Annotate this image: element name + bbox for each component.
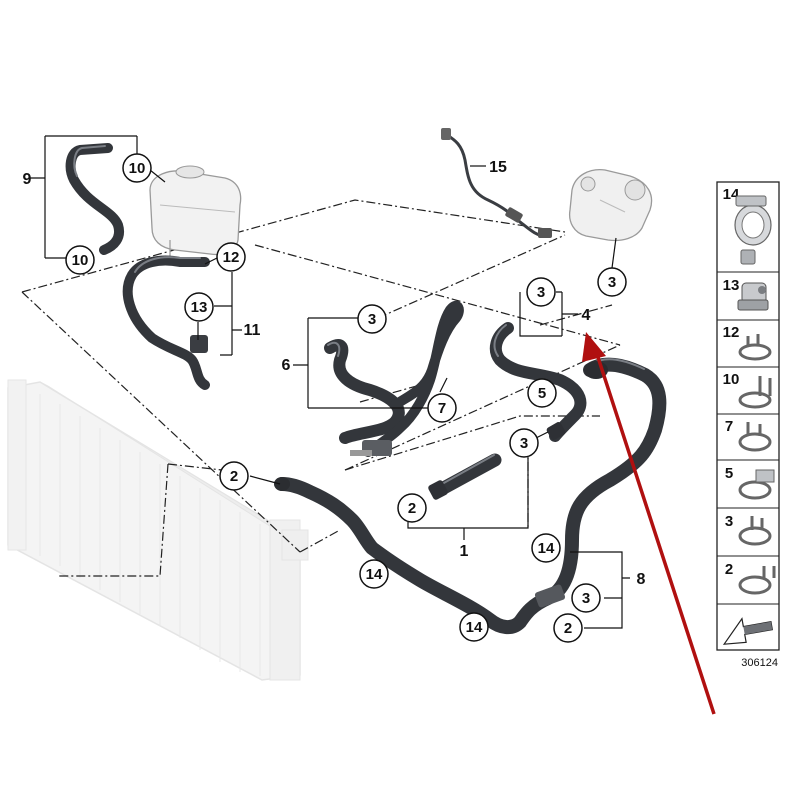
reference-number: 306124 [741,657,778,669]
expansion-tank [149,165,242,259]
callout-2-lower: 2 [553,613,583,643]
svg-text:5: 5 [725,465,733,482]
band-clamp-large-icon [734,195,772,265]
radiator [7,379,309,681]
hose-1 [428,422,566,500]
spring-clamp-icon [738,376,772,409]
legend-item-10: 10 [723,371,772,409]
svg-text:12: 12 [723,324,740,341]
callout-13: 13 [184,292,214,322]
svg-text:14: 14 [466,619,483,636]
callout-2-left: 2 [219,461,249,491]
parts-legend: 14 13 12 10 [716,181,780,651]
svg-text:7: 7 [438,400,446,417]
hose-11 [122,255,210,390]
svg-text:3: 3 [368,311,376,328]
label-15: 15 [489,159,507,176]
svg-text:13: 13 [723,277,740,294]
legend-item-5: 5 [725,465,775,500]
hose-9 [65,143,124,255]
svg-text:7: 7 [725,418,733,435]
label-11: 11 [244,322,261,339]
spring-clamp-icon [738,566,776,595]
svg-text:10: 10 [129,160,146,177]
svg-text:3: 3 [582,590,590,607]
callout-7: 7 [427,393,457,423]
svg-text:3: 3 [725,513,733,530]
svg-text:2: 2 [408,500,416,517]
callout-3-mid: 3 [509,428,539,458]
leader-lines [30,135,630,629]
callout-10-bottom: 10 [65,245,95,275]
svg-text:3: 3 [520,435,528,452]
legend-item-7: 7 [725,418,772,452]
callout-10-top: 10 [122,153,152,183]
callout-3-right-b: 3 [597,267,627,297]
svg-text:3: 3 [537,284,545,301]
svg-text:14: 14 [366,566,383,583]
legend-item-13: 13 [723,277,769,311]
hose-8 [274,357,667,634]
svg-text:2: 2 [230,468,238,485]
callout-3-center: 3 [357,304,387,334]
svg-text:12: 12 [223,249,240,266]
callout-14-a: 14 [531,533,561,563]
svg-text:10: 10 [72,252,89,269]
label-8: 8 [637,571,646,588]
label-4: 4 [582,307,591,324]
annotation-arrow [582,332,716,715]
hose-6 [324,300,464,457]
label-9: 9 [23,171,32,188]
spring-clamp-icon [738,516,772,546]
callout-14-c: 14 [459,612,489,642]
svg-text:14: 14 [538,540,555,557]
quick-clamp-icon [737,282,769,311]
callout-3-lower: 3 [571,583,601,613]
hose-5 [489,322,587,442]
legend-item-14: 14 [723,186,772,265]
callout-3-right-a: 3 [526,277,556,307]
callouts: 10 10 12 13 3 3 3 7 [65,153,627,643]
sensor-cable [441,128,552,238]
svg-text:3: 3 [608,274,616,291]
svg-text:13: 13 [191,299,208,316]
orientation-arrow-icon [722,617,774,645]
spring-clamp-icon [738,422,772,452]
group-labels: 9 15 11 6 4 1 8 [23,159,646,588]
thermostat-housing [568,169,653,242]
callout-12: 12 [216,242,246,272]
svg-text:2: 2 [725,561,733,578]
spring-clamp-icon [738,469,775,500]
svg-text:5: 5 [538,385,546,402]
label-6: 6 [282,357,291,374]
legend-item-12: 12 [723,324,772,361]
svg-text:2: 2 [564,620,572,637]
legend-item-3: 3 [725,513,772,546]
callout-14-b: 14 [359,559,389,589]
svg-text:10: 10 [723,371,740,388]
spring-clamp-icon [738,334,772,361]
label-1: 1 [460,543,469,560]
callout-5: 5 [527,378,557,408]
legend-item-2: 2 [725,561,776,595]
callout-2-mid: 2 [397,493,427,523]
